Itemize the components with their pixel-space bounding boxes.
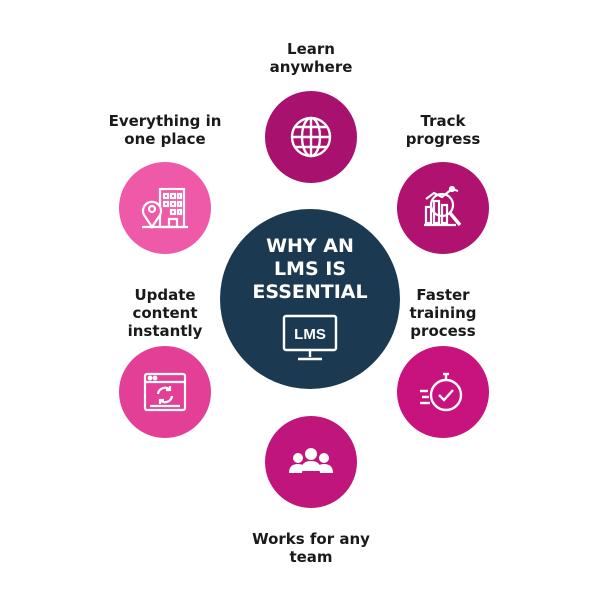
- browser-refresh-icon: [143, 372, 187, 412]
- node-works-for-team: [265, 416, 357, 508]
- analytics-search-icon: [424, 185, 462, 227]
- label-everything-one-place: Everything in one place: [108, 112, 222, 148]
- node-everything-one-place: [119, 162, 211, 254]
- stopwatch-check-icon: [420, 372, 463, 412]
- node-track-progress: [397, 162, 489, 254]
- node-learn-anywhere: [265, 91, 357, 183]
- center-title: WHY AN LMS IS ESSENTIAL: [252, 235, 368, 303]
- label-update-content: Update content instantly: [127, 286, 203, 340]
- center-circle: WHY AN LMS IS ESSENTIAL LMS: [220, 209, 400, 389]
- monitor-icon: LMS: [282, 314, 338, 361]
- building-location-icon: [141, 187, 188, 229]
- node-update-content: [119, 346, 211, 438]
- team-icon: [289, 448, 333, 473]
- label-learn-anywhere: Learn anywhere: [269, 40, 353, 76]
- globe-icon: [290, 116, 332, 158]
- node-faster-training: [397, 346, 489, 438]
- label-faster-training: Faster training process: [409, 286, 477, 340]
- monitor-text: LMS: [294, 326, 326, 343]
- label-works-for-team: Works for any team: [252, 530, 370, 566]
- label-track-progress: Track progress: [405, 112, 481, 148]
